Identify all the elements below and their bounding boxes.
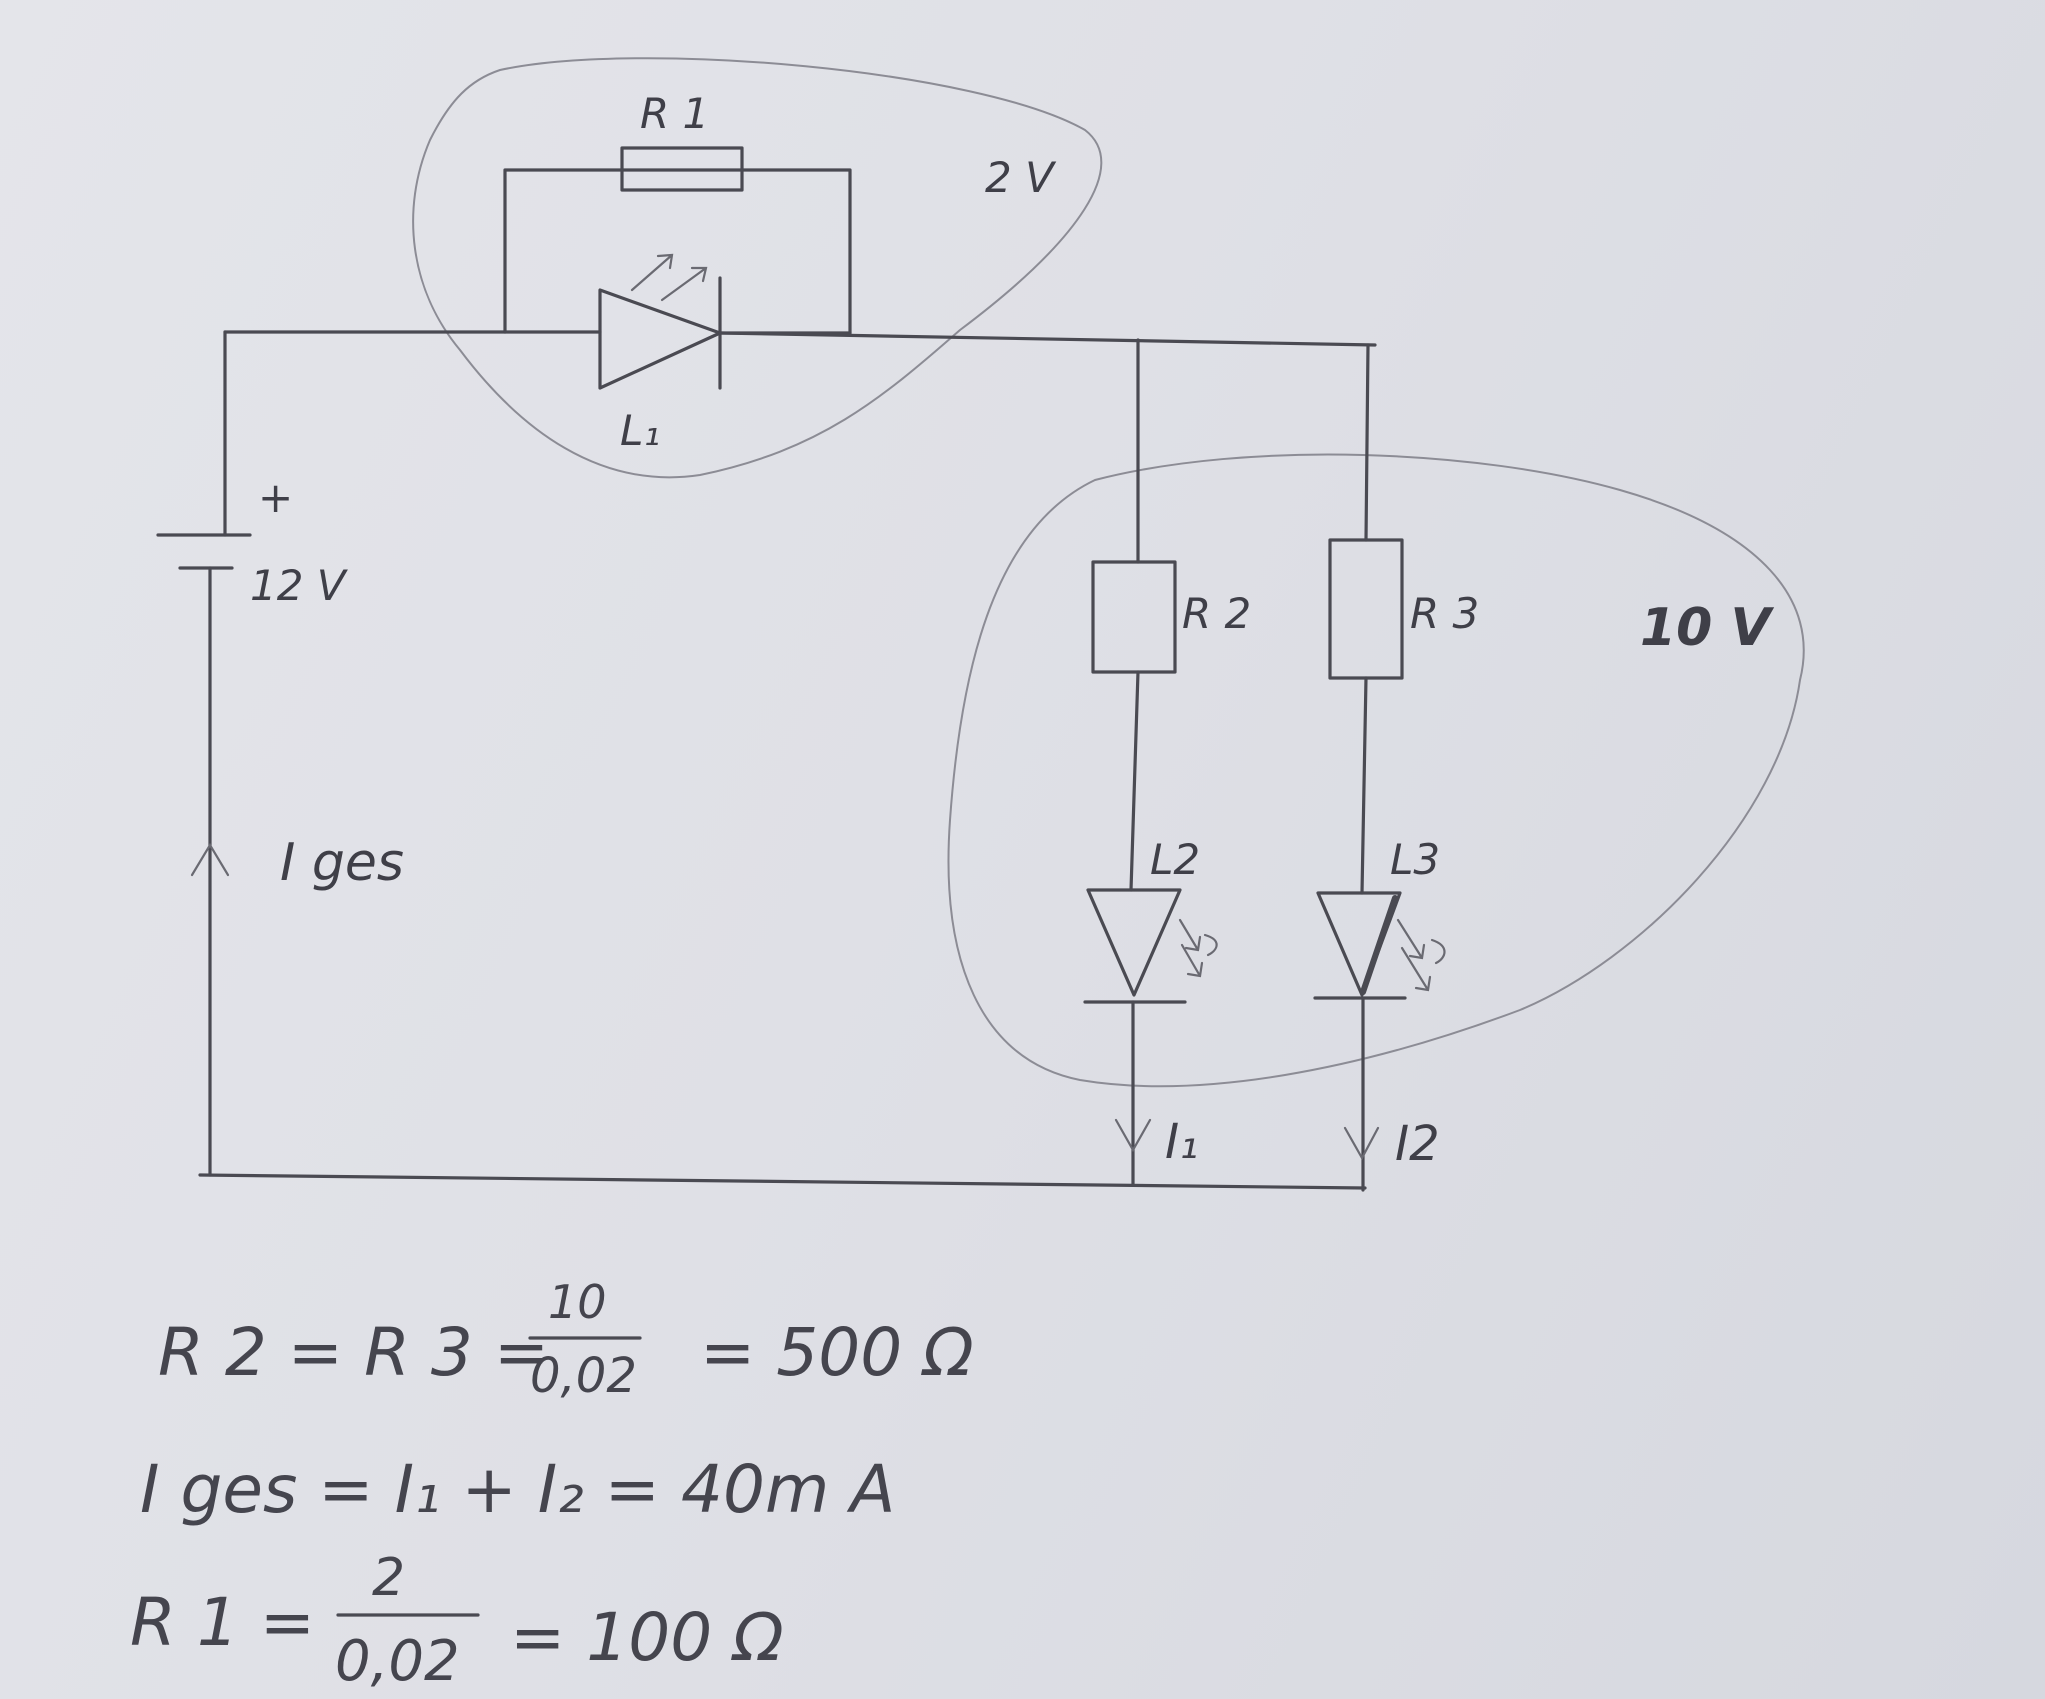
- led-l2-triangle: [1086, 888, 1182, 997]
- eq3-denominator: 0,02: [335, 1629, 460, 1694]
- led-l2-light-arrows: [1178, 918, 1218, 978]
- zone-outline-2v: [412, 57, 1103, 479]
- led-l3-triangle: [1316, 891, 1402, 997]
- label-i1: I₁: [1165, 1114, 1198, 1170]
- label-zone-right-voltage: 10 V: [1640, 598, 1774, 658]
- label-r1: R 1: [640, 89, 709, 138]
- resistor-r3: [1328, 538, 1404, 680]
- label-l1: L₁: [620, 406, 660, 455]
- resistor-r2: [1091, 560, 1177, 674]
- eq1-left: R 2 = R 3 =: [158, 1314, 549, 1391]
- label-i2: I2: [1395, 1116, 1440, 1172]
- led-l1-light-arrows: [630, 253, 708, 302]
- wire-bottom: [198, 1173, 1367, 1190]
- led-l1-triangle: [598, 288, 722, 390]
- zone-outline-10v: [947, 453, 1805, 1088]
- label-r2: R 2: [1182, 589, 1251, 638]
- label-r3: R 3: [1410, 589, 1479, 638]
- equation-i-total: I ges = I₁ + I₂ = 40m A: [140, 1451, 895, 1528]
- wire-r1-bypass: [503, 168, 852, 335]
- led-l3-slash: [1360, 895, 1398, 995]
- arrow-i1: [1114, 1118, 1152, 1153]
- label-zone-top-voltage: 2 V: [985, 153, 1057, 202]
- label-l3: L3: [1390, 835, 1440, 884]
- eq1-denominator: 0,02: [530, 1348, 637, 1404]
- equation-r1: R 1 = 2 0,02 = 100 Ω: [130, 1548, 784, 1694]
- arrow-i2: [1343, 1126, 1380, 1161]
- eq3-left: R 1 =: [130, 1584, 315, 1661]
- wire-branch3-mid: [1360, 676, 1368, 895]
- label-i-total: I ges: [280, 833, 404, 893]
- arrow-i-total: [190, 842, 230, 877]
- wire-branch2-mid: [1129, 670, 1140, 892]
- eq1-right: = 500 Ω: [700, 1314, 974, 1391]
- resistor-r1: [620, 146, 744, 192]
- label-l2: L2: [1150, 835, 1200, 884]
- wire-branch3-top: [1364, 343, 1370, 542]
- eq3-numerator: 2: [372, 1548, 405, 1608]
- label-battery-plus: +: [258, 473, 293, 522]
- label-battery-voltage: 12 V: [250, 561, 349, 610]
- eq1-numerator: 10: [548, 1275, 607, 1329]
- equation-r2-r3: R 2 = R 3 = 10 0,02 = 500 Ω: [158, 1275, 974, 1404]
- led-l3-light-arrows: [1396, 918, 1446, 992]
- wire-top-right: [718, 331, 1377, 347]
- eq3-right: = 100 Ω: [510, 1599, 784, 1676]
